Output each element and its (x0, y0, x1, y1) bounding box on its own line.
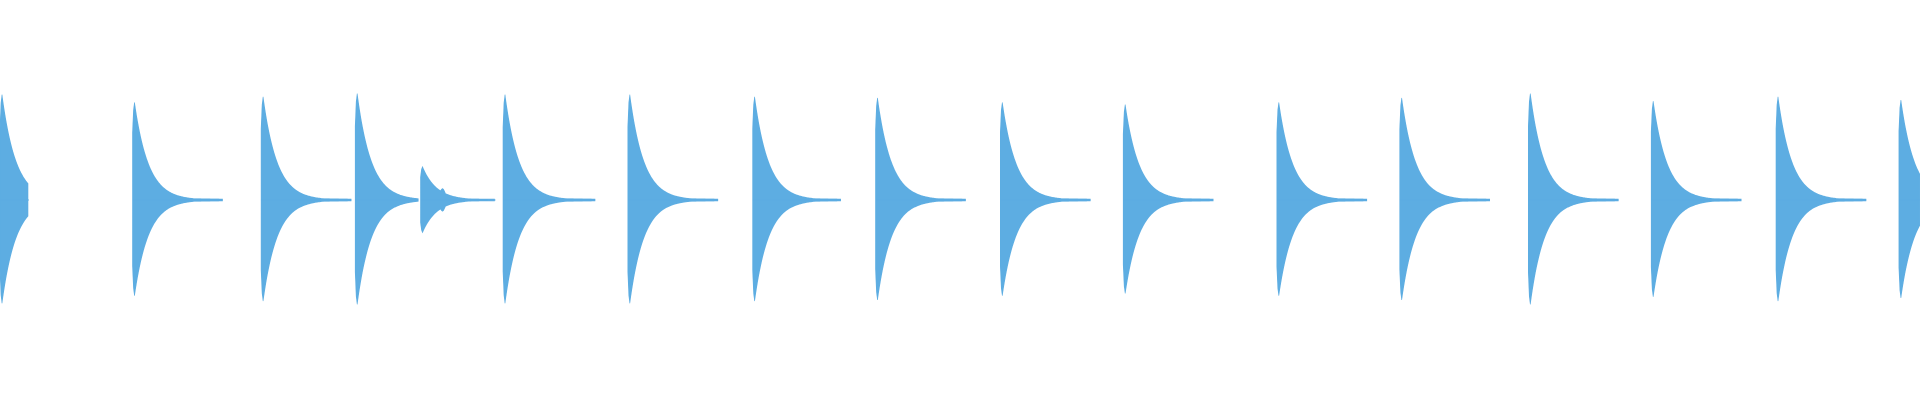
waveform-transient-10 (1000, 102, 1091, 296)
waveform-transient-12 (1276, 102, 1368, 296)
waveform-transient-11 (1122, 104, 1214, 294)
waveform-transient-17 (1898, 100, 1920, 298)
waveform-transient-2 (132, 102, 223, 296)
waveform-transients (0, 93, 1920, 305)
waveform-transient-4 (354, 93, 419, 305)
waveform-transient-9 (875, 97, 966, 301)
waveform-transient-7 (627, 94, 719, 304)
waveform-transient-8 (752, 96, 841, 302)
waveform-transient-13 (1399, 97, 1490, 301)
waveform-transient-15 (1650, 101, 1742, 297)
waveform-transient-16 (1775, 96, 1867, 302)
waveform-transient-14 (1528, 93, 1619, 305)
waveform-transient-6 (502, 94, 596, 304)
waveform-transient-3 (260, 96, 352, 302)
waveform-transient-1 (0, 94, 29, 304)
